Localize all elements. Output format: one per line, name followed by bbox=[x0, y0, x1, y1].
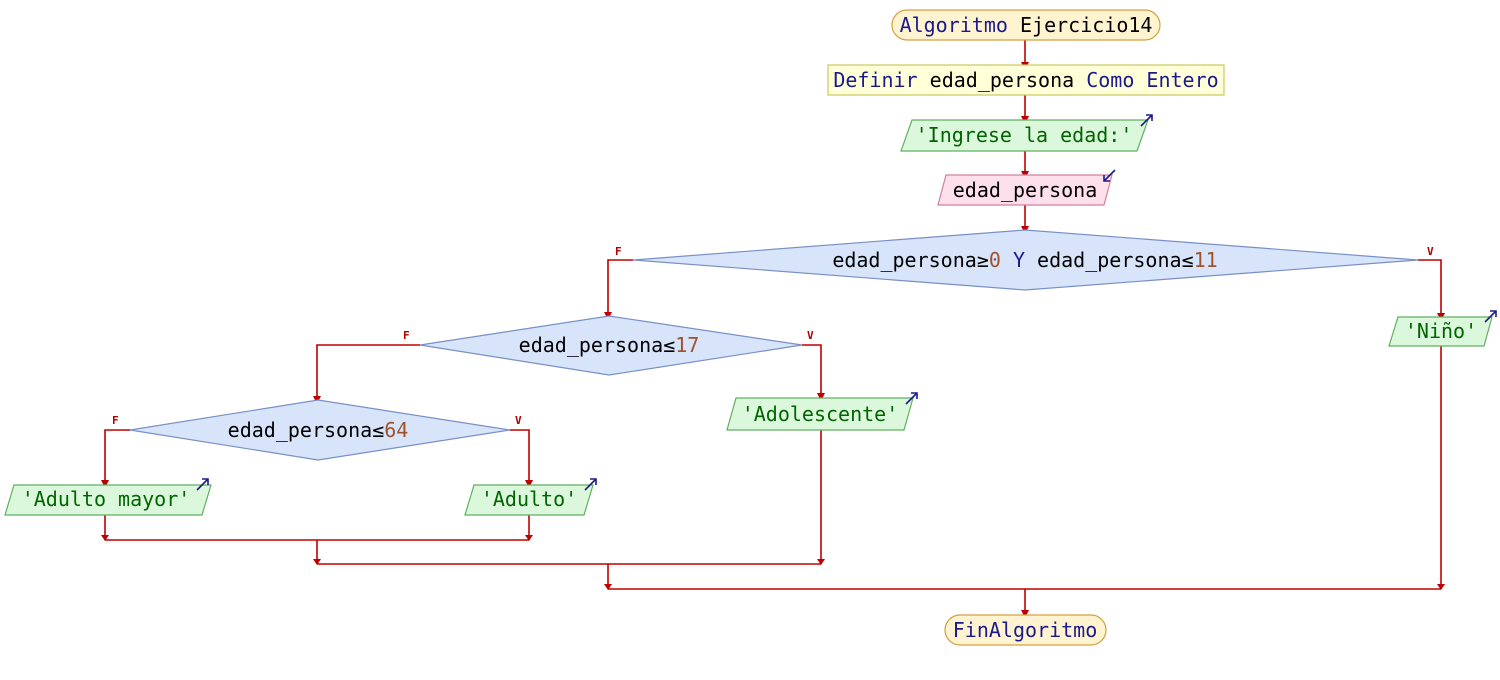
arrow-tip bbox=[101, 535, 109, 541]
start-terminal bbox=[891, 9, 1161, 41]
output-arrow-icon bbox=[905, 392, 918, 405]
decision-3-false-label: F bbox=[112, 414, 119, 427]
output-arrow-icon bbox=[196, 478, 209, 491]
decision-2-true-label: V bbox=[807, 329, 814, 342]
decision-2-false-label: F bbox=[403, 329, 410, 342]
output-adulto-mayor-text: 'Adulto mayor' bbox=[22, 487, 191, 511]
output-prompt-text: 'Ingrese la edad:' bbox=[916, 123, 1133, 147]
output-nino-text: 'Niño' bbox=[1405, 319, 1477, 343]
arrow-tip bbox=[1437, 584, 1445, 590]
connector-d2-false bbox=[313, 344, 420, 404]
arrow-tip bbox=[817, 559, 825, 565]
arrow-tip bbox=[313, 559, 321, 565]
decision-2 bbox=[419, 315, 803, 376]
output-adolescente-text: 'Adolescente' bbox=[742, 402, 899, 426]
connector-d1-true bbox=[1418, 259, 1445, 321]
input-text: edad_persona bbox=[953, 178, 1098, 202]
decision-1-text: edad_persona≥0 Y edad_persona≤11 bbox=[832, 248, 1217, 272]
start-text: Algoritmo Ejercicio14 bbox=[900, 13, 1153, 37]
connectors bbox=[101, 40, 1445, 618]
end-text: FinAlgoritmo bbox=[953, 618, 1098, 642]
connector-d3-false bbox=[101, 429, 130, 488]
output-nino-box bbox=[1388, 316, 1493, 347]
merge-arrows bbox=[101, 535, 1445, 590]
define-text: Definir edad_persona Como Entero bbox=[833, 68, 1218, 92]
end-terminal bbox=[944, 614, 1107, 646]
decision-1 bbox=[632, 229, 1419, 291]
decision-3-true-label: V bbox=[515, 414, 522, 427]
arrow-tip bbox=[604, 584, 612, 590]
arrow-tip bbox=[525, 535, 533, 541]
output-adulto-mayor-box bbox=[4, 484, 212, 516]
connector-d1-false bbox=[604, 259, 633, 320]
output-adolescente-box bbox=[726, 397, 914, 431]
input-arrow-icon bbox=[1103, 169, 1116, 182]
output-arrow-icon bbox=[1140, 114, 1153, 127]
decision-3 bbox=[129, 399, 511, 461]
decision-2-text: edad_persona≤17 bbox=[519, 333, 700, 357]
connector-d3-true bbox=[510, 429, 533, 488]
output-prompt-box bbox=[900, 119, 1149, 152]
connector-d2-true bbox=[802, 344, 825, 401]
decision-3-text: edad_persona≤64 bbox=[228, 418, 409, 442]
output-arrow-icon bbox=[1484, 310, 1497, 323]
output-adulto-box bbox=[464, 484, 594, 516]
output-arrow-icon bbox=[584, 478, 597, 491]
define-box bbox=[827, 64, 1225, 96]
decision-1-false-label: F bbox=[615, 245, 622, 258]
decision-1-true-label: V bbox=[1427, 245, 1434, 258]
output-adulto-text: 'Adulto' bbox=[481, 487, 577, 511]
input-box bbox=[937, 174, 1113, 206]
